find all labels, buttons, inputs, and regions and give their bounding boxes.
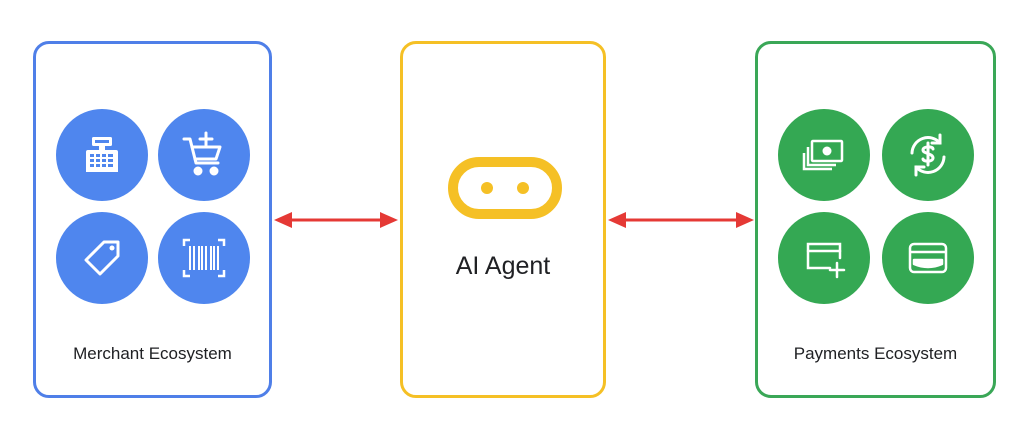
merchant-ecosystem-panel: Merchant Ecosystem — [33, 41, 272, 398]
barcode-scanner-icon — [158, 212, 250, 304]
add-to-cart-icon — [158, 109, 250, 201]
price-tag-icon — [56, 212, 148, 304]
cash-stack-icon — [778, 109, 870, 201]
robot-face-icon — [448, 157, 562, 219]
wallet-icon — [882, 212, 974, 304]
payments-ecosystem-label: Payments Ecosystem — [793, 344, 958, 363]
add-card-icon — [778, 212, 870, 304]
ai-agent-label: AI Agent — [455, 252, 551, 280]
payments-ecosystem-panel: Payments Ecosystem — [755, 41, 996, 398]
cash-register-icon — [56, 109, 148, 201]
currency-exchange-icon — [882, 109, 974, 201]
merchant-ecosystem-label: Merchant Ecosystem — [73, 344, 232, 363]
bidirectional-arrow-left — [274, 212, 398, 228]
bidirectional-arrow-right — [608, 212, 754, 228]
ai-agent-panel: AI Agent — [400, 41, 606, 398]
